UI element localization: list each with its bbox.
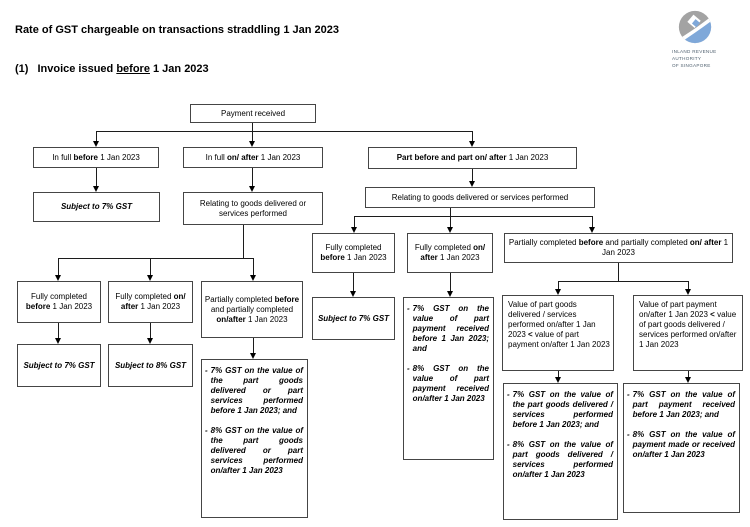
iras-logo-icon — [678, 10, 712, 44]
node-relating-goods-right: Relating to goods delivered or services … — [365, 187, 595, 208]
arrow-down-icon — [685, 289, 691, 295]
arrow-down-icon — [447, 291, 453, 297]
node-fully-completed-before-mid: Fully completed before 1 Jan 2023 — [17, 281, 101, 323]
node-condition-goods-less-payment: Value of part goods delivered / services… — [502, 295, 614, 371]
connector — [150, 258, 151, 275]
arrow-down-icon — [55, 338, 61, 344]
node-fully-completed-before-right: Fully completed before 1 Jan 2023 — [312, 233, 395, 273]
connector — [252, 131, 253, 141]
connector — [96, 168, 97, 186]
connector — [252, 123, 253, 131]
node-fully-completed-after-mid: Fully completed on/ after 1 Jan 2023 — [108, 281, 193, 323]
node-relating-goods-mid: Relating to goods delivered or services … — [183, 192, 323, 225]
connector — [688, 281, 689, 289]
connector — [472, 169, 473, 181]
arrow-down-icon — [469, 181, 475, 187]
connector — [96, 131, 473, 132]
arrow-down-icon — [147, 338, 153, 344]
node-partially-completed-right: Partially completed before and partially… — [504, 233, 733, 263]
node-result-far-right: -7% GST on the value of part payment rec… — [623, 383, 740, 513]
arrow-down-icon — [250, 275, 256, 281]
connector — [58, 323, 59, 338]
connector — [688, 371, 689, 377]
connector — [354, 216, 355, 227]
arrow-down-icon — [93, 186, 99, 192]
connector — [472, 131, 473, 141]
arrow-down-icon — [555, 377, 561, 383]
connector — [253, 258, 254, 275]
connector — [450, 216, 451, 227]
node-in-full-before: In full before 1 Jan 2023 — [33, 147, 159, 168]
node-result-fully-after-right: -7% GST on the value of part payment rec… — [403, 297, 494, 460]
arrow-down-icon — [555, 289, 561, 295]
connector — [253, 338, 254, 353]
connector — [354, 216, 593, 217]
node-result-partially-mid: -7% GST on the value of the part goods d… — [201, 359, 308, 518]
connector — [58, 258, 254, 259]
arrow-down-icon — [250, 353, 256, 359]
arrow-down-icon — [589, 227, 595, 233]
arrow-down-icon — [350, 291, 356, 297]
connector — [558, 281, 559, 289]
node-subject-7-gst-right: Subject to 7% GST — [312, 297, 395, 340]
node-partially-completed-mid: Partially completed before and partially… — [201, 281, 303, 338]
connector — [450, 273, 451, 291]
node-fully-completed-after-right: Fully completed on/ after 1 Jan 2023 — [407, 233, 493, 273]
connector — [558, 281, 689, 282]
section-heading: (1)Invoice issued before 1 Jan 2023 — [15, 63, 209, 75]
page-title: Rate of GST chargeable on transactions s… — [15, 24, 339, 36]
node-result-far-left: -7% GST on the value of the part goods d… — [503, 383, 618, 520]
node-part-before-part-after: Part before and part on/ after 1 Jan 202… — [368, 147, 577, 169]
node-condition-payment-less-goods: Value of part payment on/after 1 Jan 202… — [633, 295, 743, 371]
connector — [558, 371, 559, 377]
arrow-down-icon — [147, 275, 153, 281]
connector — [252, 168, 253, 186]
arrow-down-icon — [685, 377, 691, 383]
connector — [592, 216, 593, 227]
arrow-down-icon — [469, 141, 475, 147]
connector — [353, 273, 354, 291]
connector — [450, 208, 451, 216]
connector — [243, 225, 244, 258]
iras-logo-text: Inland Revenue Authority of Singapore — [672, 49, 717, 68]
arrow-down-icon — [93, 141, 99, 147]
arrow-down-icon — [447, 227, 453, 233]
node-subject-8-gst-mid: Subject to 8% GST — [108, 344, 193, 387]
arrow-down-icon — [249, 186, 255, 192]
connector — [150, 323, 151, 338]
node-payment-received: Payment received — [190, 104, 316, 123]
node-subject-7-gst-left: Subject to 7% GST — [33, 192, 160, 222]
underlined-word: before — [116, 63, 150, 75]
connector — [58, 258, 59, 275]
connector — [618, 263, 619, 281]
arrow-down-icon — [351, 227, 357, 233]
arrow-down-icon — [249, 141, 255, 147]
section-number: (1) — [15, 63, 29, 75]
node-in-full-on-after: In full on/ after 1 Jan 2023 — [183, 147, 323, 168]
connector — [96, 131, 97, 141]
node-subject-7-gst-mid: Subject to 7% GST — [17, 344, 101, 387]
arrow-down-icon — [55, 275, 61, 281]
iras-logo: Inland Revenue Authority of Singapore — [672, 8, 742, 70]
